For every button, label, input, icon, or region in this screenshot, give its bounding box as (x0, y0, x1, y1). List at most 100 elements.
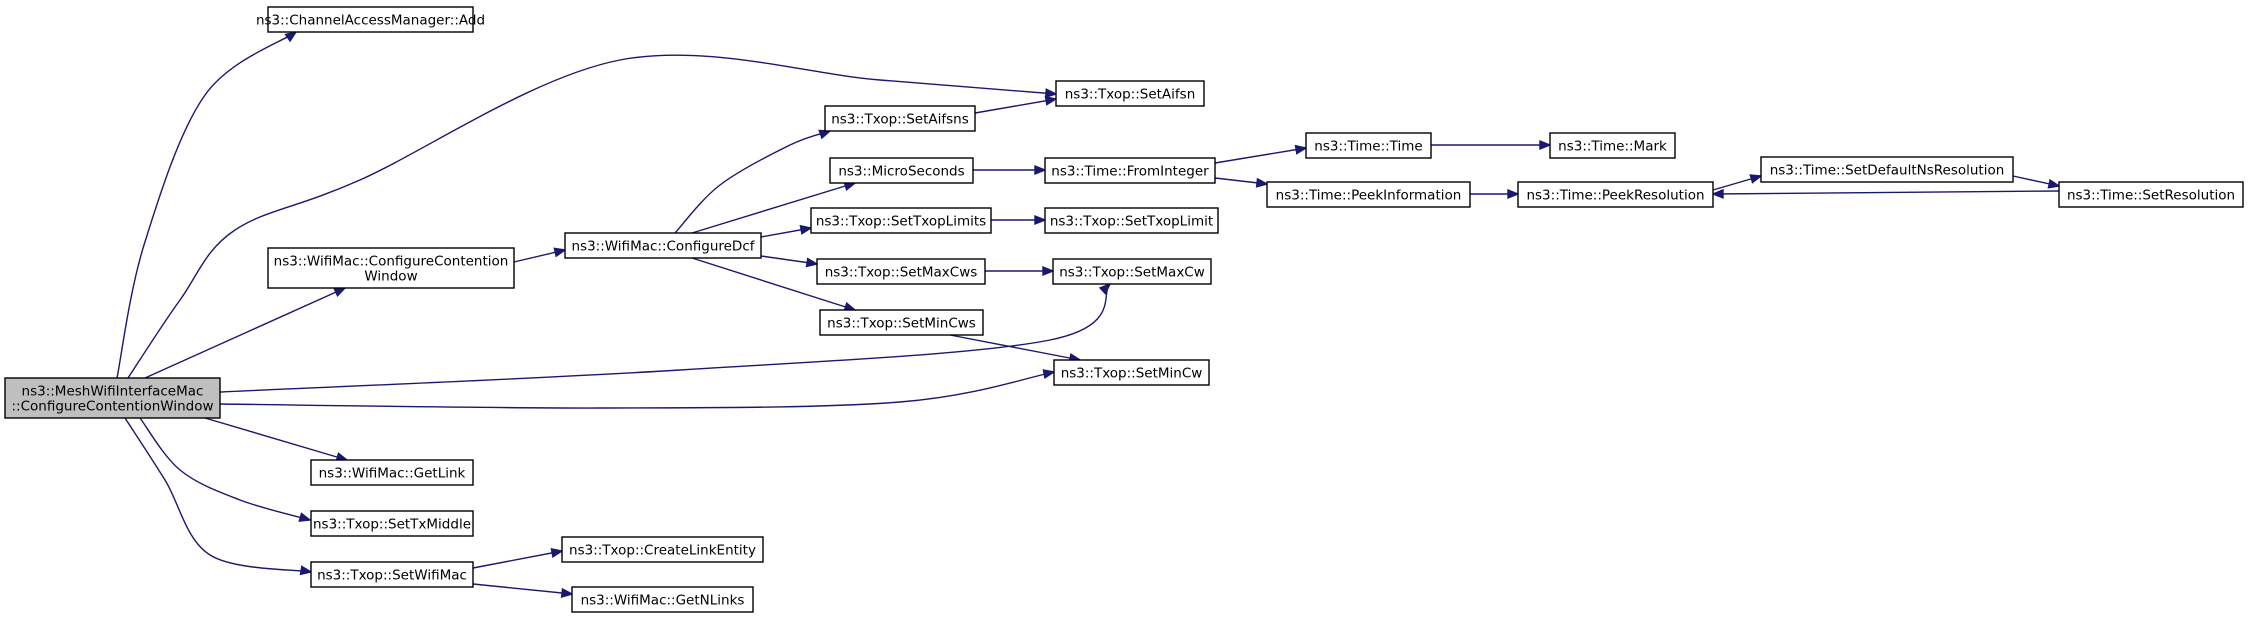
edge-line (124, 417, 312, 573)
edge-wifimac_configure_cw-to-configure_dcf (513, 247, 567, 263)
node-label: ns3::Time::Mark (1558, 139, 1667, 155)
node-box (310, 510, 474, 537)
node-set-default-ns-resolution[interactable]: ns3::Time::SetDefaultNsResolution (1760, 156, 2014, 183)
node-layer: ns3::MeshWifiInterfaceMac::ConfigureCont… (4, 6, 2244, 613)
node-cam-add[interactable]: ns3::ChannelAccessManager::Add (256, 6, 485, 33)
node-peek-resolution[interactable]: ns3::Time::PeekResolution (1517, 181, 1714, 208)
edge-set_resolution-to-peek_resolution (1711, 188, 2060, 199)
node-label: ns3::Time::PeekResolution (1526, 188, 1704, 204)
edge-set_wifi_mac-to-create_link_entity (472, 548, 564, 569)
node-set-max-cw[interactable]: ns3::Txop::SetMaxCw (1052, 258, 1212, 285)
node-time-time[interactable]: ns3::Time::Time (1305, 132, 1432, 159)
node-label: ns3::Txop::SetAifsn (1065, 87, 1196, 103)
edge-configure_dcf-to-set_min_cws (691, 257, 857, 312)
arrowhead-icon (299, 565, 313, 576)
node-set-min-cws[interactable]: ns3::Txop::SetMinCws (819, 309, 984, 336)
node-set-max-cws[interactable]: ns3::Txop::SetMaxCws (816, 258, 986, 285)
node-set-tx-middle[interactable]: ns3::Txop::SetTxMiddle (310, 510, 474, 537)
node-box (310, 561, 474, 588)
edge-line (116, 31, 297, 379)
arrowhead-icon (298, 512, 312, 522)
edge-microseconds-to-from_integer (973, 164, 1047, 176)
node-label: ::ConfigureContentionWindow (11, 399, 213, 415)
edge-peek_information-to-peek_resolution (1470, 188, 1520, 200)
node-root[interactable]: ns3::MeshWifiInterfaceMac::ConfigureCont… (4, 377, 221, 419)
edge-line (674, 130, 831, 234)
node-box (819, 309, 984, 336)
node-box (571, 586, 754, 613)
node-peek-information[interactable]: ns3::Time::PeekInformation (1266, 181, 1471, 208)
node-label: ns3::Time::SetResolution (2067, 188, 2235, 204)
node-set-txop-limits[interactable]: ns3::Txop::SetTxopLimits (810, 207, 992, 234)
node-label: ns3::Txop::SetMaxCw (1059, 265, 1205, 281)
node-label: ns3::Txop::SetTxopLimits (816, 214, 986, 230)
edge-set_wifi_mac-to-get_n_links (472, 583, 574, 598)
node-time-mark[interactable]: ns3::Time::Mark (1549, 132, 1676, 159)
arrowhead-icon (799, 224, 813, 235)
node-set-aifsn[interactable]: ns3::Txop::SetAifsn (1055, 80, 1205, 107)
node-box (564, 232, 762, 259)
node-box (1052, 258, 1212, 285)
edge-set_min_cws-to-set_min_cw (949, 334, 1082, 363)
node-set-aifsns[interactable]: ns3::Txop::SetAifsns (824, 105, 976, 132)
edge-line (144, 287, 346, 379)
node-box (1549, 132, 1676, 159)
arrowhead-icon (284, 30, 298, 43)
edge-set_txop_limits-to-set_txop_limit (991, 214, 1047, 226)
arrowhead-icon (1042, 265, 1055, 277)
node-box (310, 459, 474, 486)
edge-set_max_cws-to-set_max_cw (985, 265, 1055, 277)
node-box (824, 105, 976, 132)
edge-root-to-get_link (204, 417, 349, 462)
node-get-n-links[interactable]: ns3::WifiMac::GetNLinks (571, 586, 754, 613)
node-label: ns3::MeshWifiInterfaceMac (22, 384, 204, 400)
arrowhead-icon (1044, 95, 1058, 106)
node-set-txop-limit[interactable]: ns3::Txop::SetTxopLimit (1044, 207, 1219, 234)
edge-configure_dcf-to-set_aifsns (674, 129, 832, 234)
node-label: ns3::WifiMac::GetNLinks (581, 593, 745, 609)
node-label: ns3::Txop::SetMinCw (1061, 366, 1203, 382)
edge-line (219, 371, 1055, 409)
edge-line (219, 283, 1111, 393)
arrowhead-icon (1539, 139, 1552, 151)
edge-line (949, 334, 1081, 361)
node-from-integer[interactable]: ns3::Time::FromInteger (1044, 157, 1216, 184)
node-box (829, 157, 974, 184)
arrowhead-icon (553, 247, 567, 258)
node-create-link-entity[interactable]: ns3::Txop::CreateLinkEntity (561, 536, 764, 563)
node-box (1044, 157, 1216, 184)
node-label: ns3::Time::PeekInformation (1276, 188, 1462, 204)
node-label: ns3::Txop::SetAifsns (831, 112, 969, 128)
node-box (4, 377, 221, 419)
node-label: ns3::Txop::SetMaxCws (825, 265, 978, 281)
arrowhead-icon (805, 257, 819, 268)
node-box (1053, 359, 1210, 386)
node-microseconds[interactable]: ns3::MicroSeconds (829, 157, 974, 184)
edge-line (974, 98, 1057, 114)
node-label: ns3::MicroSeconds (838, 164, 964, 180)
node-box (2058, 181, 2244, 208)
node-box (1266, 181, 1471, 208)
node-set-wifi-mac[interactable]: ns3::Txop::SetWifiMac (310, 561, 474, 588)
edge-set_default_ns_resolution-to-set_resolution (2012, 175, 2061, 189)
node-box (267, 247, 515, 289)
edge-line (1214, 147, 1307, 164)
arrowhead-icon (1711, 188, 1724, 199)
edge-root-to-set_max_cw (219, 282, 1112, 393)
node-set-min-cw[interactable]: ns3::Txop::SetMinCw (1053, 359, 1210, 386)
edge-configure_dcf-to-set_max_cws (760, 255, 819, 268)
edge-root-to-set_aifsn (127, 54, 1058, 379)
edge-root-to-set_tx_middle (139, 417, 312, 522)
node-label: ns3::Txop::SetMinCws (827, 316, 976, 332)
node-wifimac-configure-cw[interactable]: ns3::WifiMac::ConfigureContentionWindow (267, 247, 515, 289)
arrowhead-icon (2047, 178, 2061, 189)
edge-root-to-set_min_cw (219, 369, 1056, 409)
edge-peek_resolution-to-set_default_ns_resolution (1712, 174, 1763, 191)
node-label: ns3::WifiMac::ConfigureDcf (571, 239, 755, 255)
node-configure-dcf[interactable]: ns3::WifiMac::ConfigureDcf (564, 232, 762, 259)
node-label: ns3::Txop::SetWifiMac (317, 568, 467, 584)
node-get-link[interactable]: ns3::WifiMac::GetLink (310, 459, 474, 486)
node-set-resolution[interactable]: ns3::Time::SetResolution (2058, 181, 2244, 208)
